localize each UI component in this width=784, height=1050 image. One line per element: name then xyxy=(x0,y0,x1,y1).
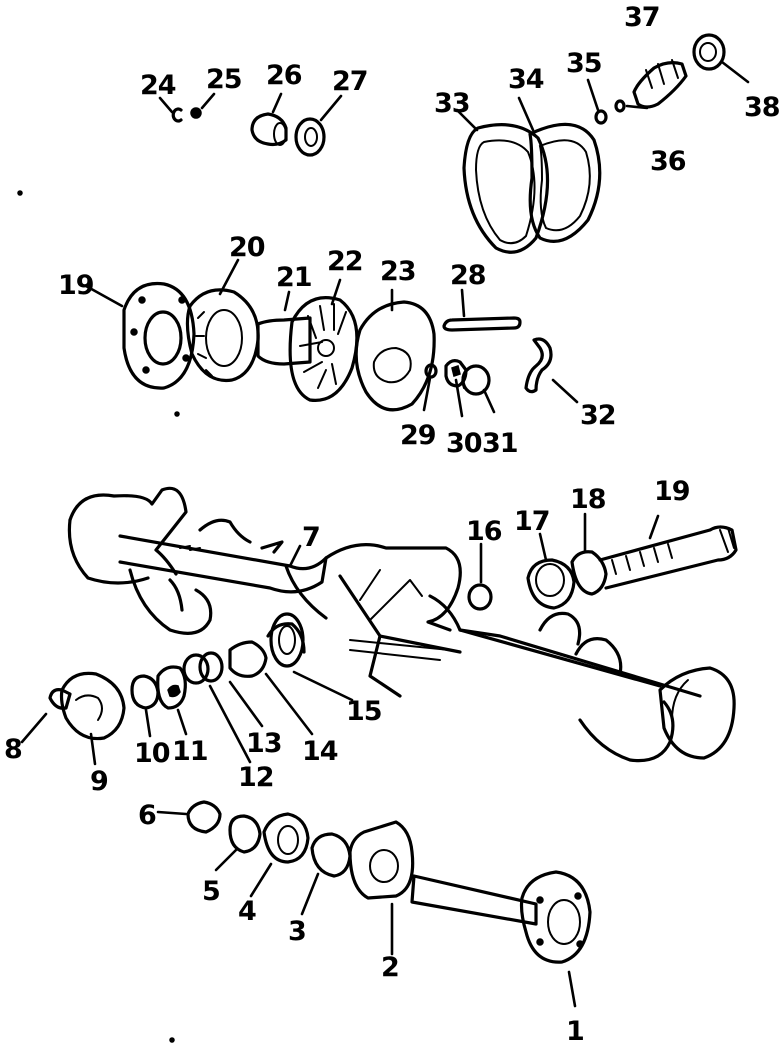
callout-7: 7 xyxy=(302,522,320,553)
part-15-ring xyxy=(266,622,306,654)
part-25 xyxy=(190,107,202,119)
part-26-bushing xyxy=(250,112,288,147)
part-7-axle-housing xyxy=(67,486,736,763)
callout-19: 19 xyxy=(58,270,94,301)
callout-29: 29 xyxy=(400,420,436,451)
callout-10: 10 xyxy=(134,738,170,769)
part-13-race xyxy=(198,651,224,683)
part-12-race xyxy=(182,653,210,685)
callout-numbers: 1 2 3 4 5 6 7 8 9 10 11 12 13 14 15 16 1… xyxy=(4,2,781,1047)
part-36-ring xyxy=(614,99,626,113)
part-38-cap xyxy=(692,33,726,71)
part-14-spacer xyxy=(228,640,268,678)
part-19-pinion-shaft xyxy=(598,525,738,590)
part-28-pin xyxy=(442,316,522,332)
part-32-clip xyxy=(524,337,553,394)
callout-3: 3 xyxy=(288,916,306,947)
dot xyxy=(169,1037,175,1043)
callout-27: 27 xyxy=(332,66,368,97)
callout-37: 37 xyxy=(624,2,660,33)
part-16-bushing xyxy=(467,583,493,611)
part-4-bearing xyxy=(262,812,310,864)
callout-35: 35 xyxy=(566,48,602,79)
callout-5: 5 xyxy=(202,876,220,907)
dot xyxy=(17,190,23,196)
part-24 xyxy=(171,107,183,123)
part-8-stud xyxy=(48,688,72,710)
part-3-retainer xyxy=(310,832,352,878)
part-19-flange xyxy=(122,281,196,390)
callout-22: 22 xyxy=(327,246,363,277)
callout-13: 13 xyxy=(246,728,282,759)
callout-18: 18 xyxy=(570,484,606,515)
part-11-bearing xyxy=(156,665,187,710)
callout-30: 30 xyxy=(446,428,482,459)
callout-25: 25 xyxy=(206,64,242,95)
callout-20: 20 xyxy=(229,232,265,263)
part-5-ring xyxy=(228,814,262,854)
callout-15: 15 xyxy=(346,696,382,727)
part-37-vent-fitting xyxy=(632,59,688,109)
part-2-plate xyxy=(348,820,415,900)
dot xyxy=(174,411,180,417)
part-9-hub xyxy=(59,671,126,741)
callout-11: 11 xyxy=(172,736,208,767)
callout-32: 32 xyxy=(580,400,616,431)
callout-34: 34 xyxy=(508,64,544,95)
callout-8: 8 xyxy=(4,734,22,765)
part-6-seal xyxy=(186,800,222,834)
callout-6: 6 xyxy=(138,800,156,831)
callout-24: 24 xyxy=(140,70,176,101)
part-31-gear xyxy=(461,364,491,396)
part-35-ring xyxy=(594,109,608,125)
callout-12: 12 xyxy=(238,762,274,793)
callout-16: 16 xyxy=(466,516,502,547)
callout-31: 31 xyxy=(482,428,518,459)
part-10-seal xyxy=(130,674,160,710)
part-20-bearing xyxy=(185,288,260,383)
part-29-washer xyxy=(424,363,438,379)
leader-lines xyxy=(20,60,750,1008)
callout-33: 33 xyxy=(434,88,470,119)
callout-2: 2 xyxy=(381,952,399,983)
part-21-case xyxy=(256,316,312,366)
part-34-gasket xyxy=(528,122,602,243)
callout-38: 38 xyxy=(744,92,780,123)
callout-23: 23 xyxy=(380,256,416,287)
part-22-ring-gear xyxy=(288,296,359,402)
callout-14: 14 xyxy=(302,736,338,767)
callout-36: 36 xyxy=(650,146,686,177)
callout-19b: 19 xyxy=(654,476,690,507)
part-33-gasket xyxy=(462,123,550,254)
callout-28: 28 xyxy=(450,260,486,291)
callout-4: 4 xyxy=(238,896,256,927)
part-23-cover-plate xyxy=(354,300,436,412)
part-1-axle-shaft xyxy=(410,870,592,964)
callout-26: 26 xyxy=(266,60,302,91)
callout-1: 1 xyxy=(566,1016,584,1047)
callout-9: 9 xyxy=(90,766,108,797)
callout-21: 21 xyxy=(276,262,312,293)
part-18-pinion-bearing xyxy=(570,550,608,596)
part-17-seal xyxy=(526,558,576,610)
callout-17: 17 xyxy=(514,506,550,537)
part-27-washer xyxy=(294,117,326,157)
